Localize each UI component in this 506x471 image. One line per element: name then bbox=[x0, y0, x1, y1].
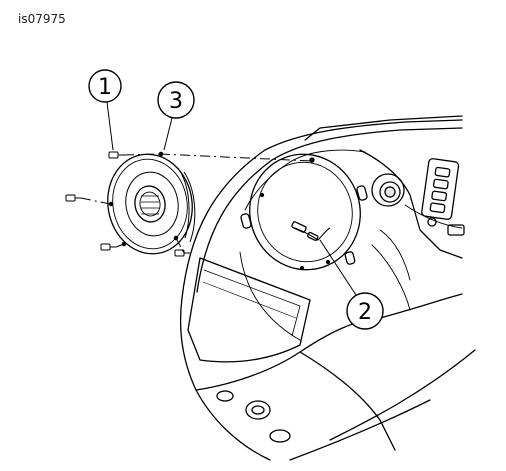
speaker-assembly bbox=[107, 151, 196, 255]
callout-1: 1 bbox=[88, 69, 122, 151]
callout-2: 2 bbox=[319, 239, 384, 330]
fairing-body bbox=[179, 115, 476, 461]
callout-2-label: 2 bbox=[358, 300, 372, 325]
mounting-screws bbox=[65, 151, 190, 257]
callout-3-label: 3 bbox=[169, 89, 183, 114]
screw-left bbox=[65, 194, 81, 202]
callout-3: 3 bbox=[157, 81, 195, 151]
alignment-lines bbox=[80, 153, 313, 254]
screw-bottom-right bbox=[174, 249, 190, 257]
speaker-opening bbox=[240, 153, 368, 271]
screw-top bbox=[108, 151, 124, 159]
screw-bottom-left bbox=[100, 243, 116, 251]
callout-1-label: 1 bbox=[98, 75, 112, 100]
figure-id-label: is07975 bbox=[18, 12, 66, 26]
